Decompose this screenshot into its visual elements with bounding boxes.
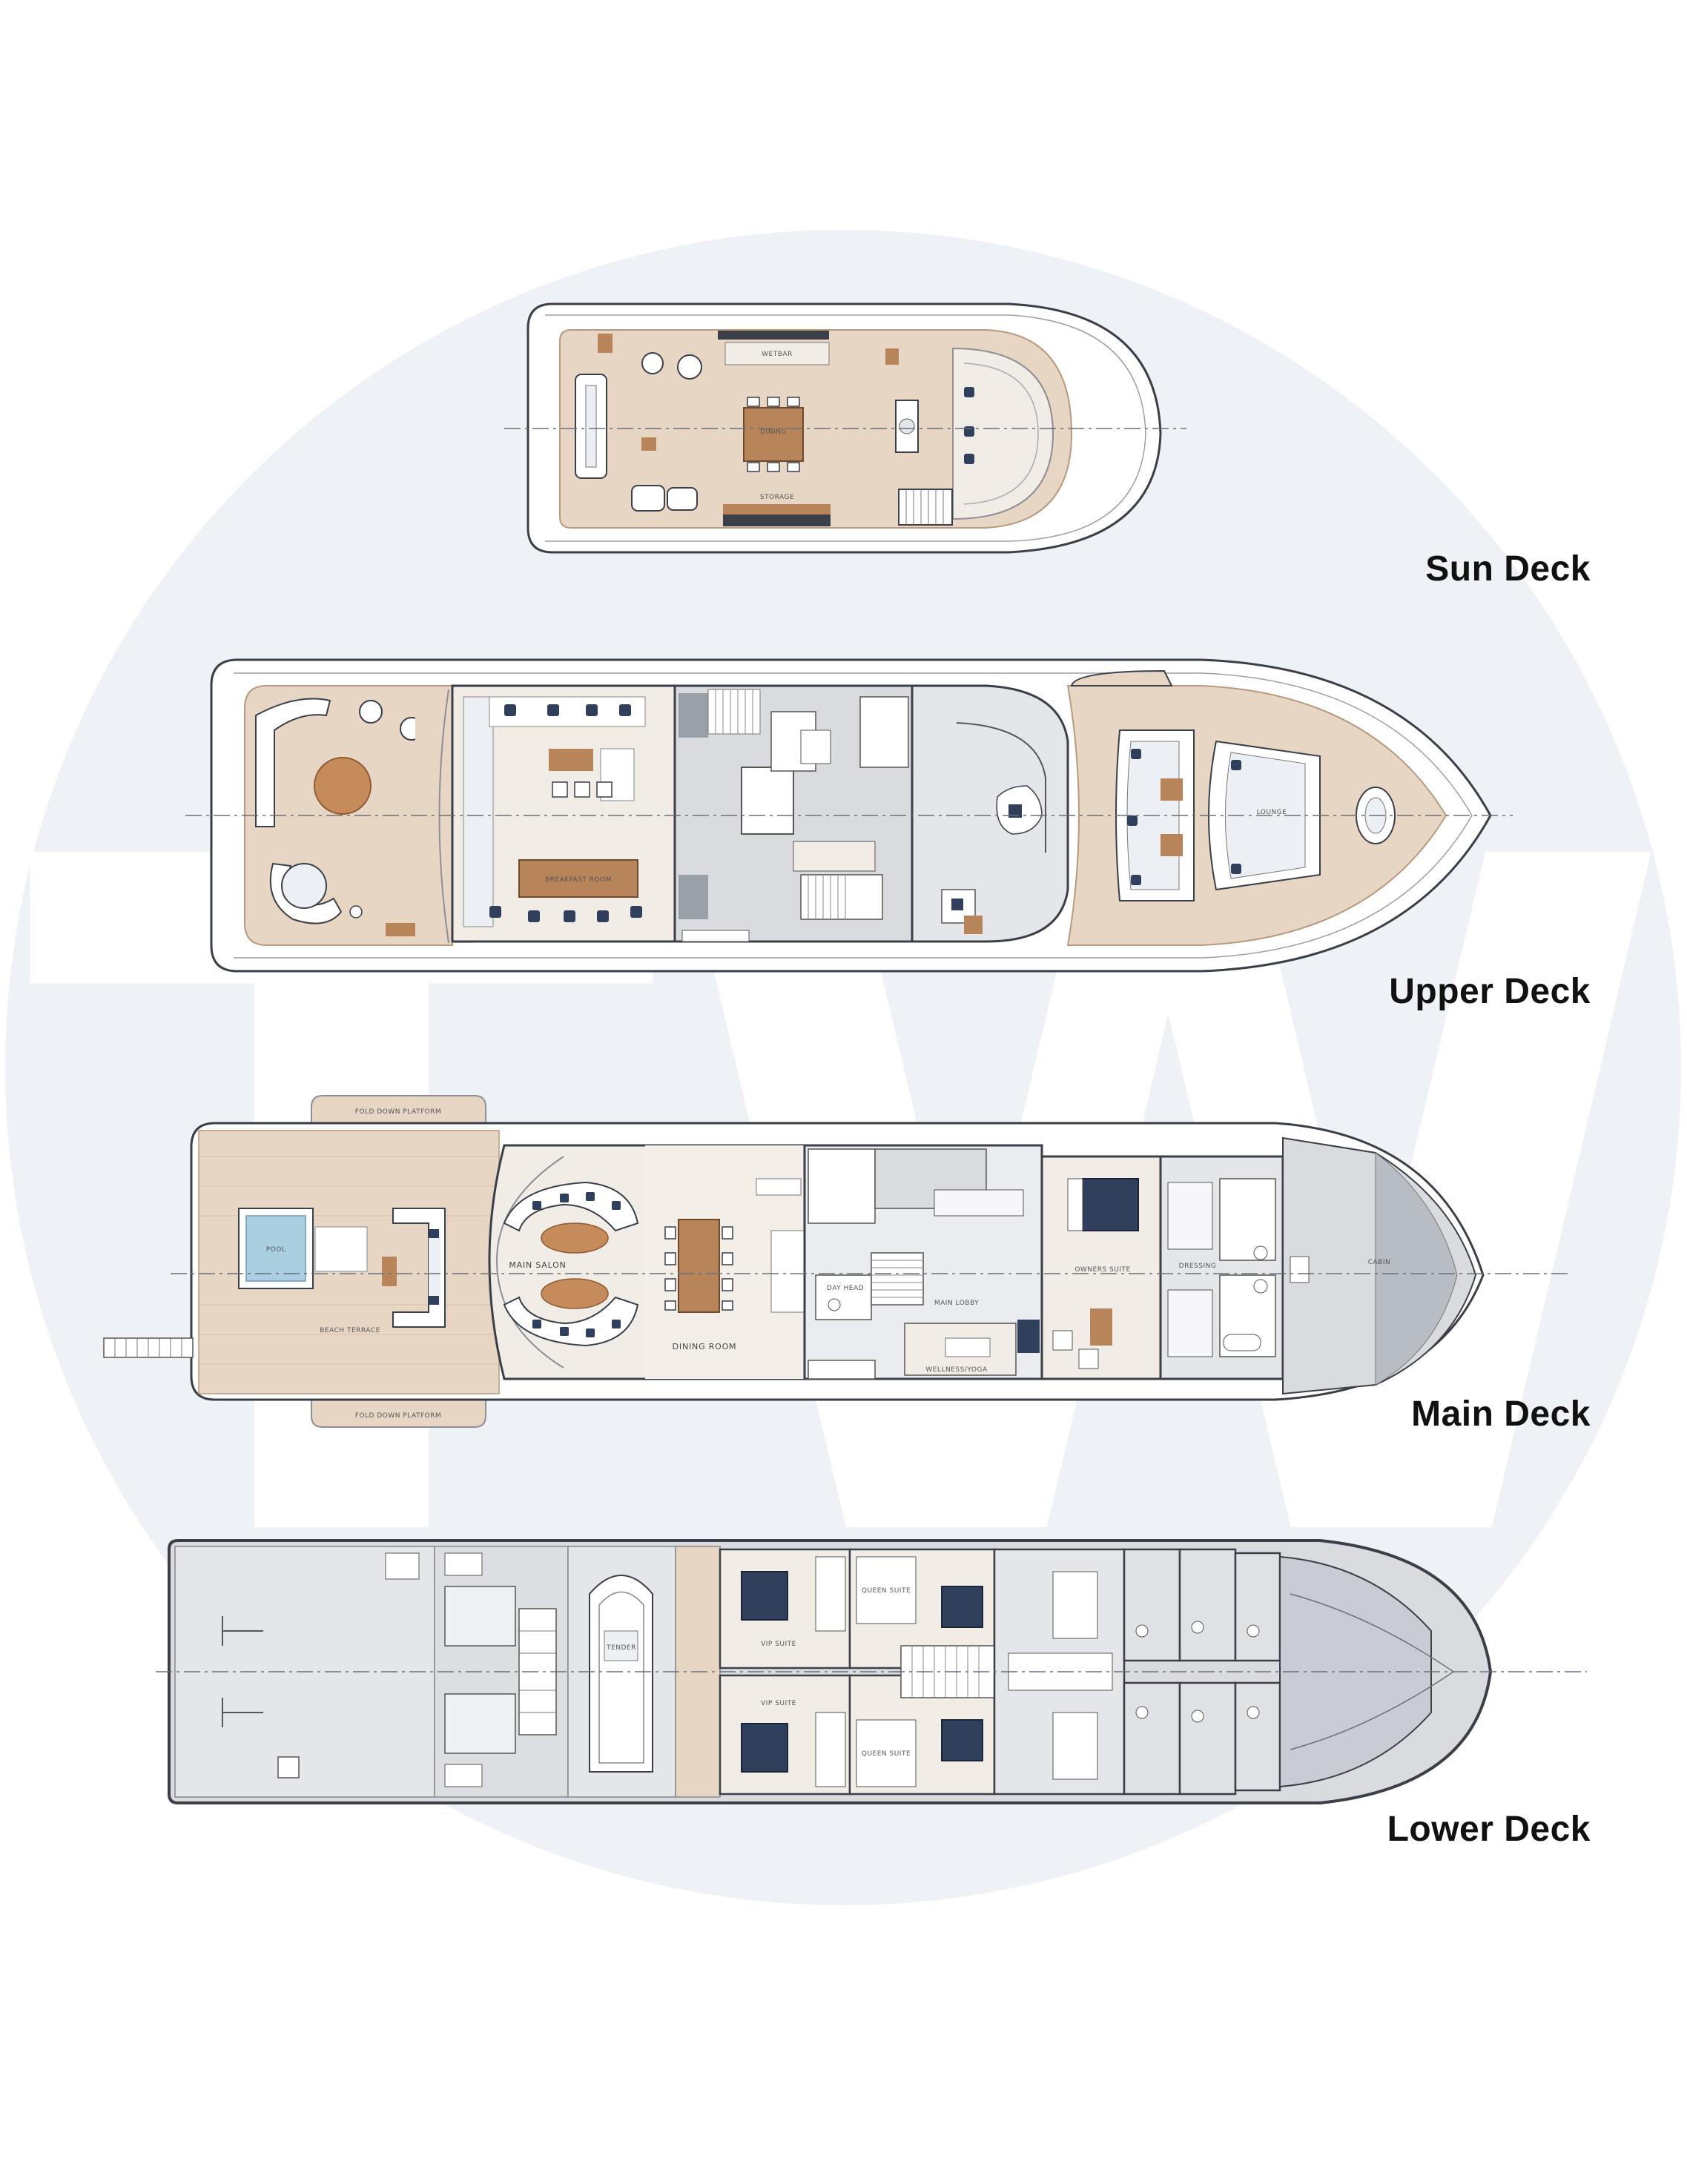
- main-wellness-label: WELLNESS/YOGA: [925, 1366, 988, 1374]
- breakfast-table: [518, 859, 638, 898]
- lower-queen1-label: QUEEN SUITE: [862, 1587, 911, 1595]
- main-cabin-label: CABIN: [1368, 1259, 1391, 1266]
- lower-tender-label: TENDER: [606, 1644, 636, 1652]
- upper-lounge-label: LOUNGE: [1257, 809, 1287, 816]
- watermark-circle: [5, 230, 1681, 1905]
- main-pool-label: POOL: [266, 1246, 286, 1254]
- main-fold-top-label: FOLD DOWN PLATFORM: [355, 1108, 441, 1116]
- main-deck-plan: FOLD DOWN PLATFORM FOLD DOWN PLATFORM PO…: [103, 1095, 1572, 1428]
- stern-boarding-steps: [103, 1337, 194, 1358]
- main-deck-title: Main Deck: [1411, 1394, 1591, 1434]
- main-beach-label: BEACH TERRACE: [320, 1327, 380, 1334]
- main-lobby-label: MAIN LOBBY: [934, 1300, 979, 1307]
- sun-deck-title: Sun Deck: [1425, 549, 1591, 589]
- main-day-head-label: DAY HEAD: [827, 1285, 864, 1292]
- sun-wetbar-label: WETBAR: [762, 351, 793, 358]
- sun-deck-stair: [898, 489, 953, 526]
- upper-breakfast-label: BREAKFAST ROOM: [545, 876, 612, 884]
- owners-bed: [1082, 1178, 1139, 1231]
- main-dressing-label: DRESSING: [1179, 1263, 1217, 1270]
- upper-wheelhouse: [911, 684, 1069, 943]
- lower-deck-plan: TENDER VIP SUITE VIP SUITE QUEEN SUITE Q…: [156, 1539, 1587, 1804]
- sun-storage-label: STORAGE: [760, 494, 794, 501]
- main-fold-bottom-label: FOLD DOWN PLATFORM: [355, 1412, 441, 1420]
- sun-dining-table: [743, 407, 804, 462]
- lower-vip1-label: VIP SUITE: [761, 1641, 796, 1648]
- main-owners-label: OWNERS SUITE: [1074, 1266, 1130, 1274]
- sun-deck-plan: WETBAR DINING STORAGE: [504, 302, 1186, 554]
- main-salon-label: MAIN SALON: [509, 1260, 566, 1270]
- main-dining-table: [678, 1219, 720, 1313]
- upper-aft-round-table: [314, 757, 372, 815]
- lower-deck-title: Lower Deck: [1387, 1810, 1591, 1849]
- upper-deck-plan: BREAKFAST ROOM: [185, 658, 1513, 973]
- sun-dining-label: DINING: [760, 428, 787, 436]
- lower-vip2-label: VIP SUITE: [761, 1700, 796, 1707]
- lower-queen2-label: QUEEN SUITE: [862, 1750, 911, 1758]
- upper-deck-title: Upper Deck: [1389, 972, 1591, 1011]
- tender-boat: [589, 1575, 653, 1773]
- main-dining-label: DINING ROOM: [673, 1342, 737, 1351]
- pool: [245, 1215, 306, 1282]
